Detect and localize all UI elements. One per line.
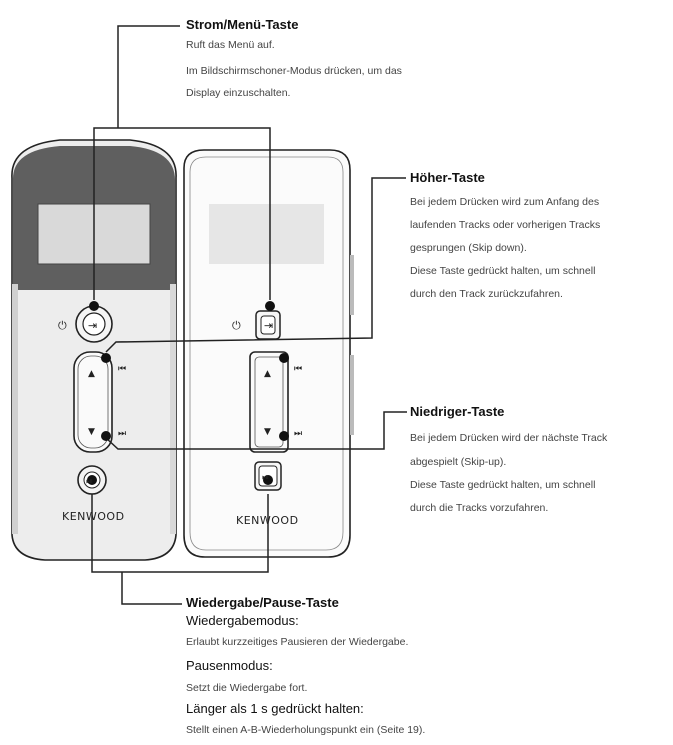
long-press-text: Stellt einen A-B-Wiederholungspunkt ein … [186, 724, 426, 736]
power-menu-desc-1: Ruft das Menü auf. [186, 39, 275, 51]
play-pause-icon: ⏯ [86, 477, 93, 487]
up-key-desc-4: Diese Taste gedrückt halten, um schnell [410, 265, 596, 277]
play-mode-label: Wiedergabemodus: [186, 613, 299, 628]
power-icon: ⏻ [232, 319, 241, 332]
pause-mode-label: Pausenmodus: [186, 658, 273, 673]
device-outline [183, 149, 354, 558]
device-outline-screen [209, 204, 324, 264]
arrow-up-icon: ▲ [264, 369, 271, 379]
menu-icon: ⇥ [264, 319, 273, 332]
skip-back-icon: ⏮ [118, 364, 126, 374]
down-key-desc-4: durch die Tracks vorzufahren. [410, 502, 549, 514]
play-pause-title: Wiedergabe/Pause-Taste [186, 595, 339, 610]
pause-mode-text: Setzt die Wiedergabe fort. [186, 682, 308, 694]
skip-back-icon: ⏮ [294, 364, 302, 374]
down-key-title: Niedriger-Taste [410, 404, 505, 419]
up-key-title: Höher-Taste [410, 170, 485, 185]
menu-icon: ⇥ [88, 319, 97, 332]
arrow-down-icon: ▼ [88, 427, 95, 437]
skip-forward-icon: ⏭ [118, 429, 126, 439]
brand-logo: KENWOOD [236, 514, 299, 527]
arrow-up-icon: ▲ [88, 369, 95, 379]
long-press-label: Länger als 1 s gedrückt halten: [186, 701, 364, 716]
up-key-desc-5: durch den Track zurückzufahren. [410, 288, 563, 300]
power-menu-desc-2: Im Bildschirmschoner-Modus drücken, um d… [186, 65, 402, 77]
up-key-desc-3: gesprungen (Skip down). [410, 242, 527, 254]
device-front-updown-button[interactable] [73, 351, 113, 453]
brand-logo: KENWOOD [62, 510, 125, 523]
leader-dots [87, 301, 289, 485]
play-mode-text: Erlaubt kurzzeitiges Pausieren der Wiede… [186, 636, 409, 648]
device-outline-updown-button[interactable] [249, 351, 289, 453]
down-key-desc-1: Bei jedem Drücken wird der nächste Track [410, 432, 608, 444]
down-key-desc-3: Diese Taste gedrückt halten, um schnell [410, 479, 596, 491]
leader-lines [91, 25, 407, 605]
down-key-desc-2: abgespielt (Skip-up). [410, 456, 507, 468]
power-icon: ⏻ [58, 319, 67, 332]
arrow-down-icon: ▼ [264, 427, 271, 437]
up-key-desc-2: laufenden Tracks oder vorherigen Tracks [410, 219, 601, 231]
power-menu-title: Strom/Menü-Taste [186, 17, 299, 32]
up-key-desc-1: Bei jedem Drücken wird zum Anfang des [410, 196, 600, 208]
play-pause-icon: ⏯ [262, 473, 269, 483]
skip-forward-icon: ⏭ [294, 429, 302, 439]
power-menu-desc-3: Display einzuschalten. [186, 87, 291, 99]
